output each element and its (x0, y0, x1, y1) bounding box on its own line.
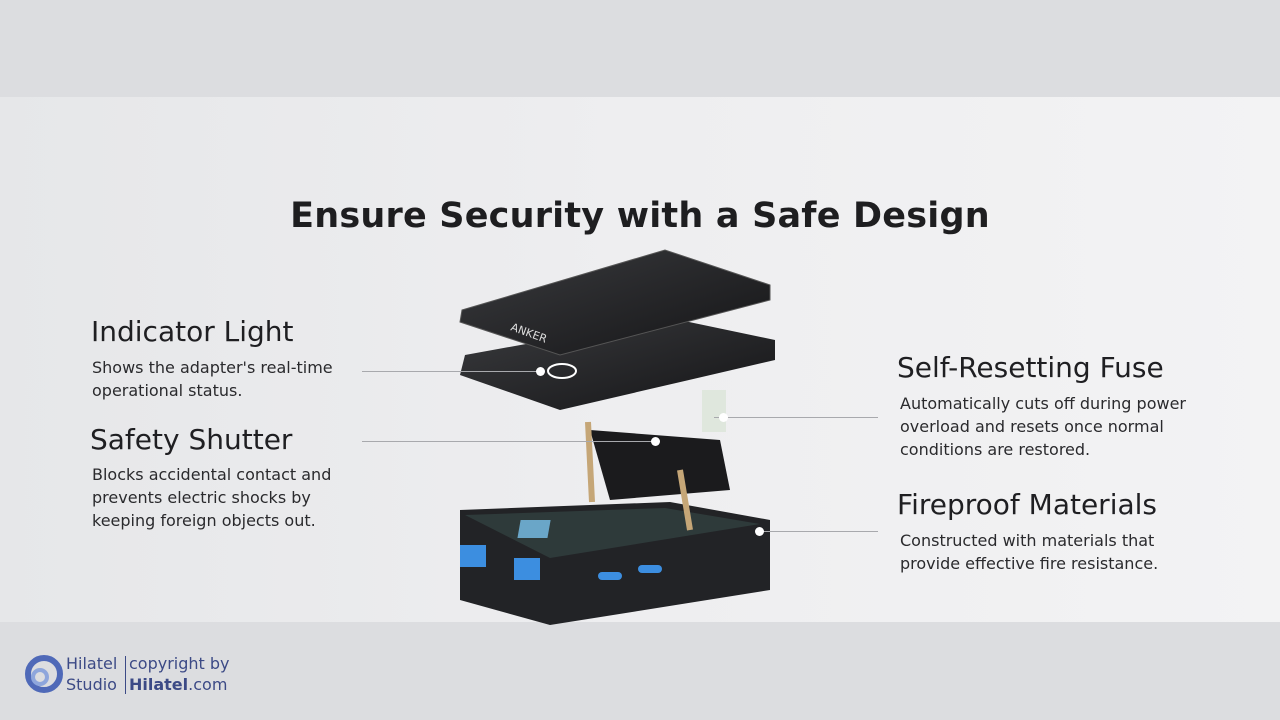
top-band (0, 0, 1280, 97)
shutter-callout-dot (651, 437, 660, 446)
feature-title-self-resetting-fuse: Self-Resetting Fuse (897, 351, 1164, 384)
feature-title-safety-shutter: Safety Shutter (90, 423, 293, 456)
usb-a-port-1 (460, 545, 486, 567)
shutter-callout-line (362, 441, 654, 442)
fireproof-callout-line (760, 531, 878, 532)
hilatel-logo-icon (25, 655, 63, 693)
watermark-divider (125, 656, 126, 694)
watermark-site-suffix: .com (188, 675, 228, 694)
fuse-callout-line (714, 417, 878, 418)
feature-desc-safety-shutter: Blocks accidental contact and prevents e… (92, 465, 332, 530)
product-illustration: ANKER (459, 249, 775, 625)
indicator-callout-dot (536, 367, 545, 376)
usb-c-port-2 (638, 565, 662, 573)
watermark-copyright: copyright by (129, 654, 230, 673)
chip (517, 520, 551, 538)
watermark-line1: Hilatel (66, 654, 118, 673)
watermark-line2: Studio (66, 675, 117, 694)
feature-desc-self-resetting-fuse: Automatically cuts off during power over… (900, 394, 1186, 459)
safety-shutter-block (590, 430, 730, 500)
watermark-logo: Hilatel Studio copyright by Hilatel.com (18, 652, 248, 698)
fuse-callout-dot (719, 413, 728, 422)
watermark-site-bold: Hilatel (129, 675, 189, 694)
fuse (702, 390, 726, 432)
watermark-site: Hilatel.com (129, 675, 227, 694)
usb-a-port-2 (514, 558, 540, 580)
feature-desc-fireproof-materials: Constructed with materials that provide … (900, 531, 1159, 573)
feature-title-fireproof-materials: Fireproof Materials (897, 488, 1157, 521)
feature-desc-indicator-light: Shows the adapter's real-time operationa… (92, 358, 333, 400)
usb-c-port-1 (598, 572, 622, 580)
page-title: Ensure Security with a Safe Design (290, 196, 990, 236)
indicator-callout-line (362, 371, 540, 372)
feature-title-indicator-light: Indicator Light (91, 315, 294, 348)
fireproof-callout-dot (755, 527, 764, 536)
indicator-ring (547, 363, 577, 379)
lower-plate (460, 318, 775, 410)
top-cover (459, 249, 771, 356)
